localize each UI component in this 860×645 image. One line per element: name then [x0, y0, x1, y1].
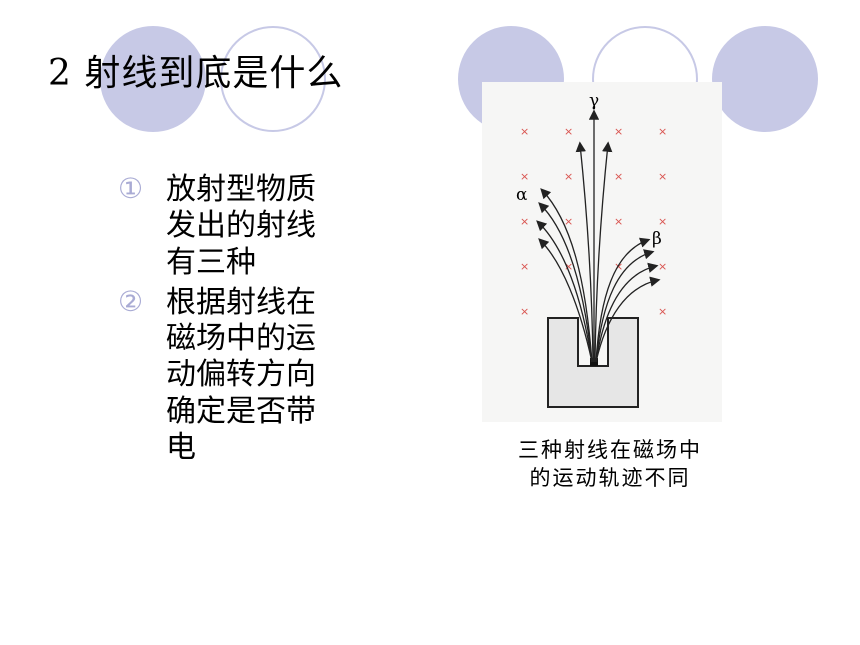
bullet-item-2: ② 根据射线在磁场中的运动偏转方向确定是否带电 — [118, 285, 348, 466]
field-mark: × — [520, 125, 529, 138]
field-mark: × — [658, 125, 667, 138]
field-mark: × — [520, 215, 529, 228]
field-mark: × — [564, 260, 573, 273]
magnetic-field-marks: × × × × × × × × × × × × × × × × × × — [520, 125, 667, 318]
field-mark: × — [614, 125, 623, 138]
field-mark: × — [658, 305, 667, 318]
radiation-figure: × × × × × × × × × × × × × × × × × × — [482, 82, 722, 422]
bullet-text-2: 根据射线在磁场中的运动偏转方向确定是否带电 — [166, 284, 316, 466]
caption-line-2: 的运动轨迹不同 — [529, 466, 691, 491]
field-mark: × — [520, 305, 529, 318]
alpha-label: α — [516, 185, 528, 205]
bullet-text-1: 放射型物质发出的射线有三种 — [166, 172, 316, 280]
field-mark: × — [614, 215, 623, 228]
gamma-label: γ — [589, 91, 599, 111]
beta-rays — [595, 237, 661, 363]
gamma-rays — [575, 109, 613, 363]
figure-caption: 三种射线在磁场中 的运动轨迹不同 — [500, 436, 720, 493]
field-mark: × — [564, 215, 573, 228]
bullet-marker-1: ① — [118, 172, 144, 205]
field-mark: × — [658, 170, 667, 183]
field-mark: × — [614, 260, 623, 273]
field-mark: × — [564, 125, 573, 138]
decor-circle-5 — [712, 26, 818, 132]
radiation-diagram: × × × × × × × × × × × × × × × × × × — [516, 91, 667, 408]
bullet-marker-2: ② — [118, 284, 144, 318]
bullet-list: ① 放射型物质发出的射线有三种 ② 根据射线在磁场中的运动偏转方向确定是否带电 — [118, 172, 348, 470]
slide-title: 2 射线到底是什么 — [48, 53, 344, 94]
bullet-item-1: ① 放射型物质发出的射线有三种 — [118, 172, 348, 281]
field-mark: × — [658, 215, 667, 228]
caption-line-1: 三种射线在磁场中 — [518, 438, 702, 462]
field-mark: × — [520, 170, 529, 183]
decor-circle-2 — [220, 26, 326, 132]
field-mark: × — [658, 260, 667, 273]
beta-label: β — [652, 229, 662, 249]
field-mark: × — [564, 170, 573, 183]
decor-circle-1 — [100, 26, 206, 132]
field-mark: × — [520, 260, 529, 273]
alpha-rays — [536, 188, 593, 363]
field-mark: × — [614, 170, 623, 183]
